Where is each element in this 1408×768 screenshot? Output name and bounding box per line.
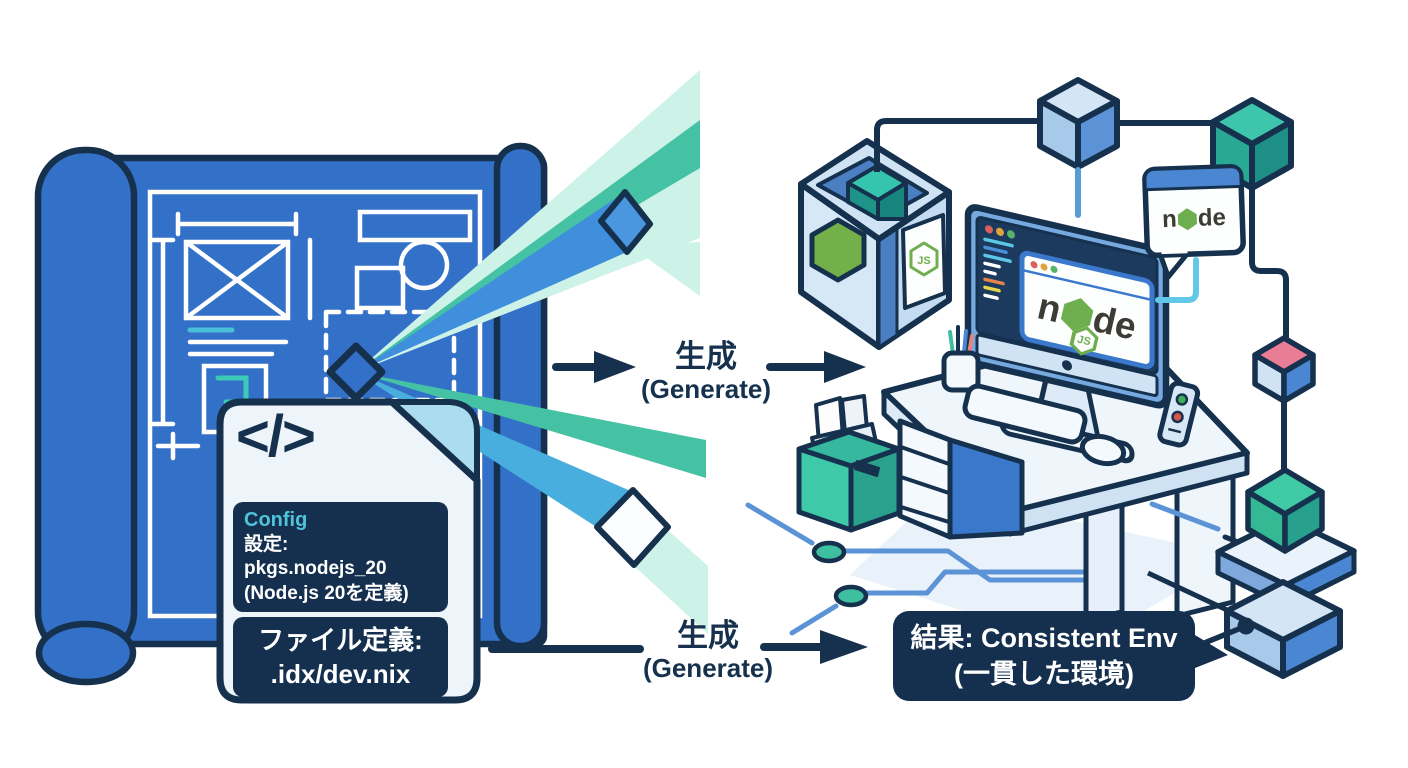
beam-mint-upper2	[630, 242, 700, 296]
code-icon: </>	[236, 404, 316, 469]
package-box: JS	[798, 118, 1042, 350]
circuit-node-icon	[811, 540, 847, 564]
pen-cup	[941, 325, 981, 393]
generate-label-ja: 生成	[677, 618, 739, 653]
generate-label-en: (Generate)	[642, 652, 774, 683]
result-box-tail	[1190, 632, 1228, 670]
keyboard	[962, 383, 1088, 445]
node-logo-prefix: n	[1161, 205, 1178, 234]
result-line1: 結果: Consistent Env	[910, 622, 1178, 653]
circuit-node-icon	[833, 584, 869, 608]
desk-right-leg	[1174, 472, 1236, 619]
file-label: ファイル定義:	[258, 624, 423, 655]
monitor	[964, 204, 1170, 464]
arrowhead-icon	[824, 351, 866, 383]
folded-corner	[389, 399, 480, 483]
projection-beams-upper	[356, 70, 700, 372]
traffic-light-yellow-icon	[996, 227, 1004, 236]
monitor-chin-dot	[1062, 360, 1072, 371]
nodejs-logo-bubble: n de	[1149, 197, 1238, 240]
connector-dot	[1237, 617, 1255, 635]
speech-bubble	[1142, 163, 1246, 280]
config-title: Config	[244, 509, 308, 531]
nodejs-hexagon-icon	[1059, 295, 1096, 335]
setting-label: 設定:	[244, 534, 289, 555]
generate-label-ja: 生成	[675, 339, 737, 374]
connector-line-cyan	[1155, 257, 1199, 303]
projected-blue-diamond	[598, 189, 653, 255]
connector-line	[874, 118, 1042, 172]
arrowhead-icon	[820, 630, 868, 664]
red-button-icon	[1171, 410, 1184, 424]
arrowhead-icon	[594, 351, 636, 383]
bubble-titlebar	[1143, 165, 1243, 192]
green-cube	[1245, 467, 1325, 554]
beam-teal-lower	[356, 372, 706, 478]
arrows	[488, 351, 868, 664]
remote-device	[1157, 380, 1201, 448]
file-definition-panel: ファイル定義: .idx/dev.nix	[233, 617, 448, 697]
nodejs-document: JS	[901, 213, 947, 310]
connector-line	[1146, 570, 1229, 613]
circuit-traces	[745, 502, 1111, 636]
js-badge-label: JS	[917, 255, 930, 267]
generate-label-top: 生成 (Generate)	[632, 339, 780, 404]
traffic-light-yellow-icon	[1040, 263, 1048, 271]
code-lines	[983, 237, 1014, 300]
generate-label-en: (Generate)	[640, 373, 772, 404]
crate-handle	[854, 460, 880, 477]
result-box: 結果: Consistent Env (一貫した環境)	[893, 611, 1195, 701]
traffic-light-green-icon	[1007, 230, 1015, 239]
node-logo-prefix: n	[1033, 285, 1066, 331]
light-blue-cube	[1037, 77, 1120, 170]
config-panel: Config 設定: pkgs.nodejs_20 (Node.js 20を定義…	[233, 502, 448, 612]
traffic-light-green-icon	[1050, 265, 1058, 273]
nodejs-hexagon-icon	[809, 217, 867, 283]
focal-diamond	[326, 342, 386, 402]
mouse	[1079, 433, 1127, 467]
result-line2: (一貫した環境)	[954, 659, 1134, 689]
setting-note: (Node.js 20を定義)	[244, 582, 409, 604]
file-crate	[796, 394, 902, 533]
js-hexagon-icon	[909, 241, 939, 277]
file-value: .idx/dev.nix	[270, 659, 411, 689]
pink-cube	[1252, 335, 1316, 404]
beam-mint-upper	[356, 70, 700, 372]
setting-value: pkgs.nodejs_20	[244, 558, 387, 580]
nodejs-hexagon-icon	[1177, 208, 1197, 231]
environment-scene: JS	[745, 77, 1357, 679]
teal-cube-in-box	[846, 164, 908, 221]
traffic-light-red-icon	[985, 225, 993, 234]
projected-white-diamond	[594, 487, 671, 568]
node-logo-suffix: de	[1197, 203, 1227, 232]
connector-line	[1249, 188, 1289, 339]
beam-blue-upper	[356, 192, 627, 372]
green-button-icon	[1175, 393, 1189, 406]
generate-label-bottom: 生成 (Generate)	[634, 618, 782, 683]
beam-teal-upper	[356, 120, 700, 372]
traffic-light-red-icon	[1030, 261, 1038, 269]
